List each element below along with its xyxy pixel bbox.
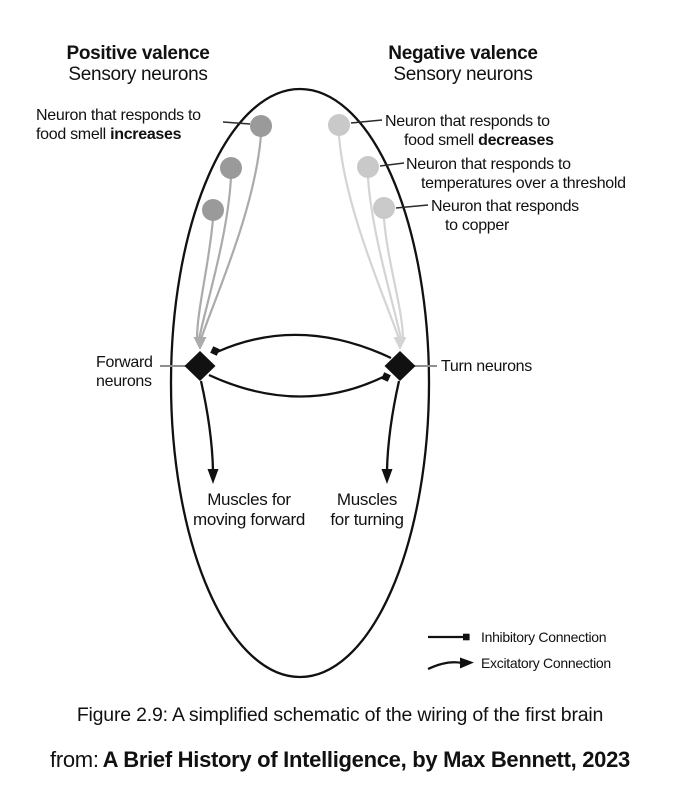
figure-caption: Figure 2.9: A simplified schematic of th… xyxy=(76,704,604,726)
positive-sensory-neuron-2 xyxy=(220,157,242,179)
positive-sensory-neuron-food xyxy=(250,115,272,137)
negative-valence-header: Negative valence Sensory neurons xyxy=(368,43,558,85)
negative-sensory-neuron-copper xyxy=(373,197,395,219)
turn-neurons-node xyxy=(384,351,416,381)
negative-sensory-neuron-food xyxy=(328,114,350,136)
legend-inhibitory-square xyxy=(463,633,470,641)
legend-inhibitory-label: Inhibitory Connection xyxy=(481,629,607,645)
negative-valence-title: Negative valence xyxy=(388,43,538,64)
callout-negative-temperature xyxy=(379,162,405,167)
positive-valence-header: Positive valence Sensory neurons xyxy=(43,43,233,85)
label-negative-food-line1: Neuron that responds to xyxy=(385,113,550,130)
callout-negative-copper xyxy=(395,204,429,209)
turn-to-muscles-connection xyxy=(385,380,401,471)
body-outline xyxy=(169,87,431,679)
muscles-turning-line2: for turning xyxy=(330,510,404,529)
legend-excitatory-label: Excitatory Connection xyxy=(481,655,611,671)
callout-lines xyxy=(222,119,429,209)
muscles-forward-label: Muscles for moving forward xyxy=(178,490,320,530)
forward-to-turn-inhibitory-connection xyxy=(208,373,384,398)
negative-sensory-neuron-temperature xyxy=(357,156,379,178)
positive-excitatory-arrowhead xyxy=(193,337,207,350)
label-positive-food-line2: food smell increases xyxy=(36,125,182,144)
legend-excitatory-arrowhead xyxy=(460,657,474,669)
positive-valence-title: Positive valence xyxy=(66,43,210,64)
label-negative-food-prefix: food smell xyxy=(404,132,474,149)
label-negative-copper-line1: Neuron that responds xyxy=(431,198,579,215)
label-negative-copper-line2: to copper xyxy=(445,217,510,234)
positive-axons xyxy=(195,134,263,340)
positive-axon-1 xyxy=(199,134,263,340)
negative-excitatory-arrowhead xyxy=(393,337,407,350)
forward-neurons-label-line1: Forward xyxy=(96,354,153,371)
label-positive-food-line1: Neuron that responds to xyxy=(36,107,201,124)
forward-neurons-label-line2: neurons xyxy=(96,373,152,390)
forward-muscles-arrowhead xyxy=(207,469,219,484)
label-negative-food-line2: food smell decreases xyxy=(404,131,554,150)
forward-neurons-node xyxy=(184,351,216,381)
muscles-turning-line1: Muscles xyxy=(336,490,398,509)
negative-valence-subtitle: Sensory neurons xyxy=(393,64,533,85)
turn-to-forward-inhibitory-connection xyxy=(216,333,392,360)
label-positive-food-prefix: food smell xyxy=(36,126,106,143)
callout-negative-food xyxy=(350,119,383,124)
inhibitory-terminal-on-turn xyxy=(381,372,391,382)
legend-excitatory-line xyxy=(427,661,463,670)
muscles-forward-line2: moving forward xyxy=(192,510,305,529)
positive-axon-3 xyxy=(195,218,215,340)
turn-muscles-arrowhead xyxy=(381,469,393,484)
inhibitory-terminal-on-forward xyxy=(210,346,220,356)
source-title: A Brief History of Intelligence, by Max … xyxy=(102,747,631,772)
callout-positive-food xyxy=(222,121,251,125)
turn-neurons-label: Turn neurons xyxy=(441,358,532,375)
muscles-forward-line1: Muscles for xyxy=(207,490,291,509)
source-prefix: from: xyxy=(50,747,99,772)
label-positive-food-bold: increases xyxy=(110,126,182,143)
muscles-turning-label: Muscles for turning xyxy=(296,490,438,530)
label-negative-temp-line2: temperatures over a threshold xyxy=(421,175,626,192)
positive-valence-subtitle: Sensory neurons xyxy=(68,64,208,85)
forward-neurons-label: Forward neurons xyxy=(96,353,153,391)
negative-axon-3 xyxy=(382,218,405,340)
forward-to-muscles-connection xyxy=(199,380,215,471)
negative-axon-2 xyxy=(366,177,403,340)
positive-sensory-neuron-3 xyxy=(202,199,224,221)
source-citation: from:A Brief History of Intelligence, by… xyxy=(0,747,680,773)
negative-axons xyxy=(337,135,405,340)
label-negative-food-bold: decreases xyxy=(478,132,554,149)
label-negative-temp-line1: Neuron that responds to xyxy=(406,156,571,173)
negative-axon-1 xyxy=(337,135,401,340)
positive-axon-2 xyxy=(197,176,233,340)
